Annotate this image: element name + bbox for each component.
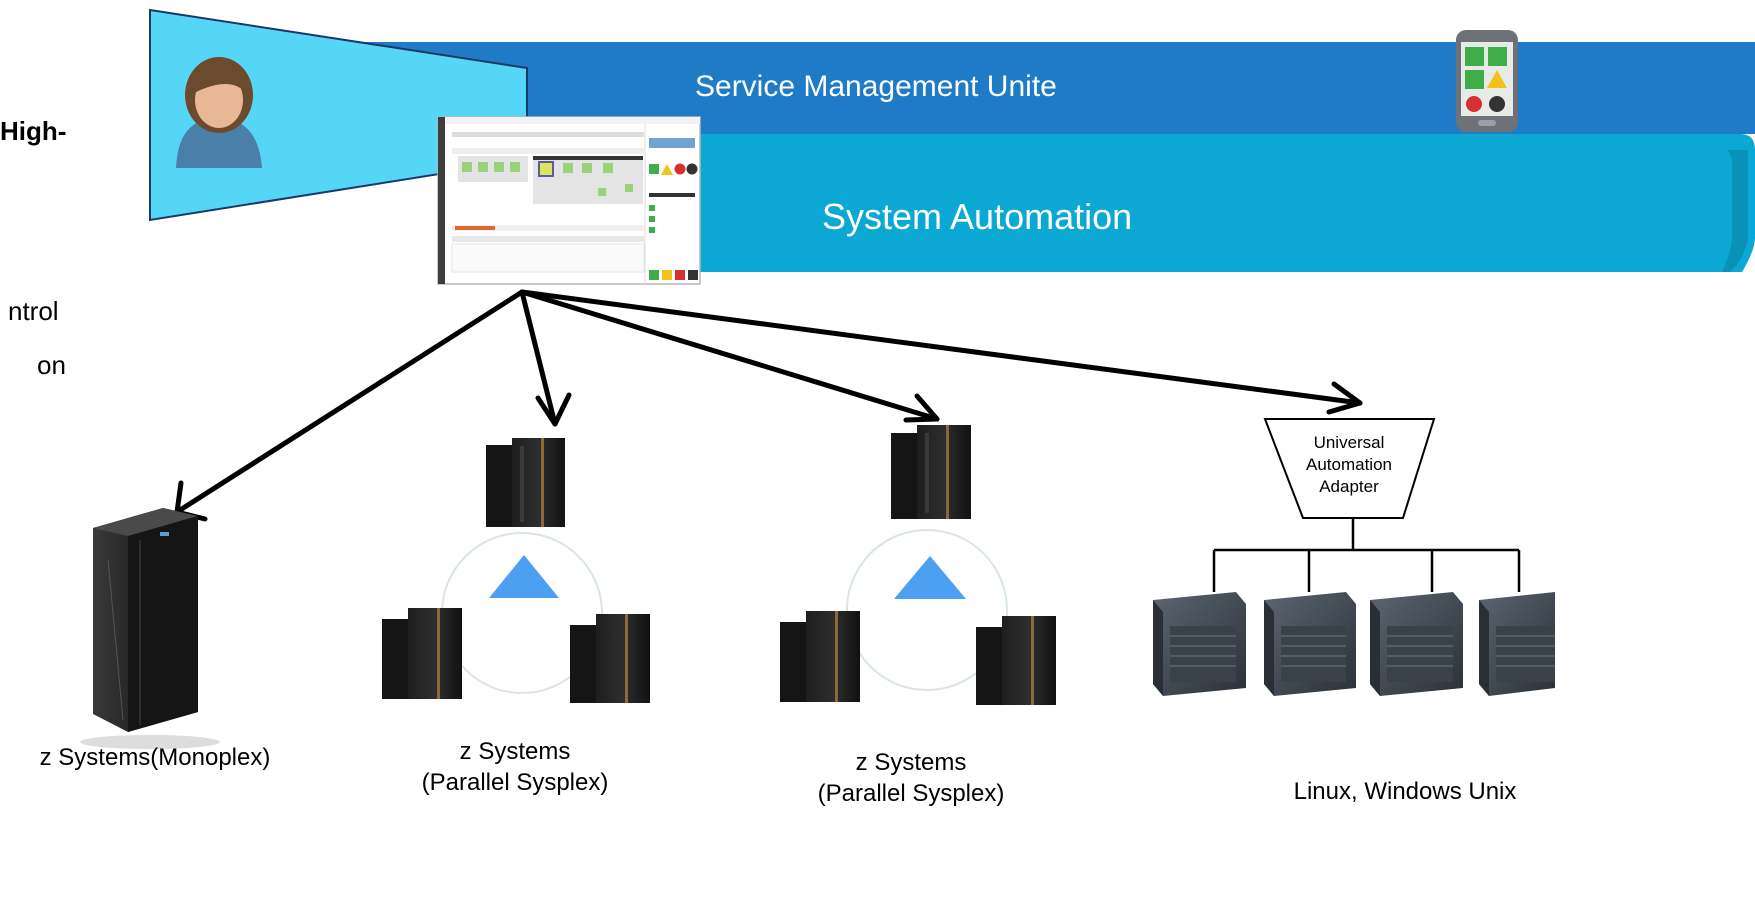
caption-monoplex: z Systems(Monoplex) [39, 744, 271, 771]
caption-sysplex-2-line2: (Parallel Sysplex) [817, 780, 1005, 807]
sysplex-2-server-left [780, 611, 860, 702]
left-text-control: ntrol [8, 296, 59, 326]
connection-arrows [174, 289, 1363, 522]
caption-sysplex-2: z Systems (Parallel Sysplex) [776, 747, 1046, 809]
sysplex-1-triangle [489, 555, 559, 598]
arrow-to-adapter [519, 289, 1363, 406]
dashboard-screenshot [437, 116, 701, 285]
smu-band-label: Service Management Unite [695, 70, 1057, 103]
sysplex-2-server-right [976, 616, 1056, 705]
sysplex-2-triangle [894, 556, 966, 599]
system-automation-band-edge [1722, 150, 1748, 272]
sysplex-2-server-top [891, 425, 971, 519]
left-text-high: High- [0, 116, 67, 146]
universal-automation-adapter [1263, 418, 1436, 519]
arrow-to-monoplex [174, 289, 525, 515]
adapter-label-line3: Adapter [1319, 477, 1379, 496]
caption-sysplex-2-line1: z Systems [855, 749, 967, 776]
sysplex-1 [382, 438, 650, 703]
system-automation-band [520, 134, 1755, 272]
caption-sysplex-1-line1: z Systems [459, 738, 571, 765]
distributed-server-4 [1479, 592, 1555, 696]
distributed-server-3 [1370, 592, 1463, 696]
adapter-label-line1: Universal [1313, 433, 1385, 452]
adapter-label-line2: Automation [1306, 455, 1392, 474]
arrow-to-sysplex-1 [519, 289, 558, 427]
sysplex-1-server-left [382, 608, 462, 699]
distributed-server-2 [1264, 592, 1356, 696]
distributed-server-1 [1153, 592, 1246, 696]
adapter-label: Universal Automation Adapter [1283, 432, 1415, 498]
sysplex-2 [780, 425, 1056, 705]
user-avatar-icon [176, 57, 262, 168]
sysplex-1-server-top [486, 438, 565, 527]
monoplex-mainframe [80, 508, 220, 749]
left-text-on: on [37, 350, 66, 380]
adapter-network-lines [1212, 518, 1521, 592]
smartphone-icon [1456, 30, 1518, 132]
caption-sysplex-1: z Systems (Parallel Sysplex) [380, 736, 650, 798]
caption-distributed: Linux, Windows Unix [1293, 778, 1517, 805]
sysplex-1-server-right [570, 614, 650, 703]
arrow-to-sysplex-2 [519, 289, 940, 422]
caption-sysplex-1-line2: (Parallel Sysplex) [421, 769, 609, 796]
system-automation-label: System Automation [822, 196, 1133, 237]
